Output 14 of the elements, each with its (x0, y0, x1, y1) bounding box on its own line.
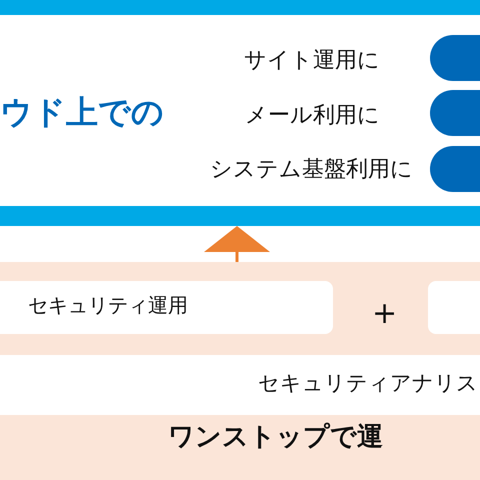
row-label: メール利用に (245, 103, 380, 130)
box-label: セキュリティ運用 (28, 293, 188, 317)
footer-heading: ワンストップで運 (168, 422, 383, 454)
row-label: システム基盤利用に (210, 157, 413, 184)
heading-text: ウド上での (0, 93, 164, 132)
support-panel (0, 262, 480, 480)
plus-sign: + (372, 296, 398, 332)
service-panel (0, 0, 480, 226)
staff-band (0, 355, 480, 415)
band-label: セキュリティアナリス (258, 371, 478, 396)
arrow (204, 226, 270, 262)
service-box (428, 281, 480, 334)
row-label: サイト運用に (244, 48, 380, 74)
service-box (0, 281, 333, 334)
